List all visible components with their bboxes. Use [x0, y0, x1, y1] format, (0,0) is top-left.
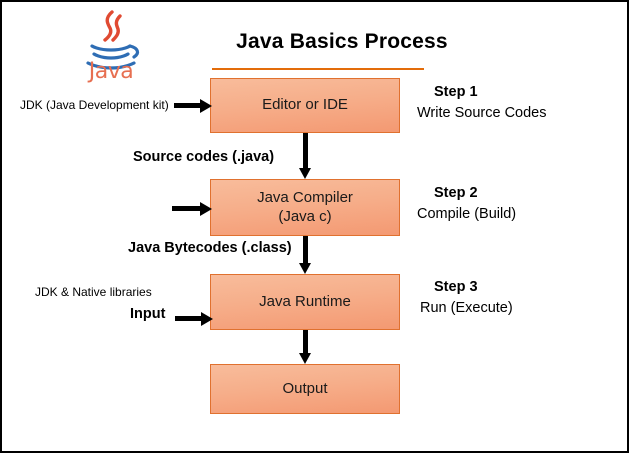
arrow-jdk-to-editor [174, 99, 212, 113]
arrow-head-down-icon [299, 263, 311, 274]
step-description: Run (Execute) [420, 300, 513, 316]
java-wordmark: Java [88, 59, 134, 84]
arrow-shaft [303, 133, 308, 169]
process-box-output[interactable]: Output [210, 364, 400, 414]
box-label: Output [282, 379, 328, 397]
label-input: Input [130, 306, 166, 322]
arrow-editor-to-compiler [299, 133, 311, 179]
step-number: Step 1 [434, 84, 478, 100]
arrow-input-to-runtime [175, 312, 213, 326]
arrow-shaft [174, 103, 202, 108]
step-number: Step 3 [434, 279, 478, 295]
label-jdk-input: JDK (Java Development kit) [20, 98, 169, 112]
step-callout-2: Step 2 Compile (Build) [417, 185, 516, 222]
arrow-head-down-icon [299, 353, 311, 364]
arrow-head-right-icon [200, 202, 212, 216]
arrow-head-right-icon [201, 312, 213, 326]
box-label: Java Compiler [257, 188, 353, 206]
arrow-compiler-to-runtime [299, 236, 311, 274]
process-box-compiler[interactable]: Java Compiler (Java c) [210, 179, 400, 236]
arrow-head-down-icon [299, 168, 311, 179]
process-box-runtime[interactable]: Java Runtime [210, 274, 400, 330]
title-underline [212, 68, 424, 70]
box-label: Editor or IDE [262, 96, 348, 114]
label-source-codes: Source codes (.java) [133, 149, 275, 165]
arrow-shaft [175, 316, 203, 321]
arrow-head-right-icon [200, 99, 212, 113]
java-logo-icon [68, 8, 154, 86]
arrow-shaft [172, 206, 202, 211]
arrow-runtime-to-output [299, 330, 311, 364]
label-java-bytecodes: Java Bytecodes (.class) [128, 240, 292, 256]
step-description: Write Source Codes [417, 105, 547, 121]
box-sublabel: (Java c) [278, 207, 332, 225]
box-label: Java Runtime [259, 292, 351, 310]
label-native-libraries: JDK & Native libraries [35, 285, 152, 299]
step-callout-1: Step 1 Write Source Codes [417, 84, 546, 121]
arrow-shaft [303, 236, 308, 264]
step-description: Compile (Build) [417, 206, 517, 222]
page-title: Java Basics Process [236, 30, 448, 53]
arrow-into-compiler [172, 202, 212, 216]
step-callout-3: Step 3 Run (Execute) [417, 279, 513, 316]
arrow-shaft [303, 330, 308, 354]
process-box-editor[interactable]: Editor or IDE [210, 78, 400, 133]
step-number: Step 2 [434, 185, 478, 201]
